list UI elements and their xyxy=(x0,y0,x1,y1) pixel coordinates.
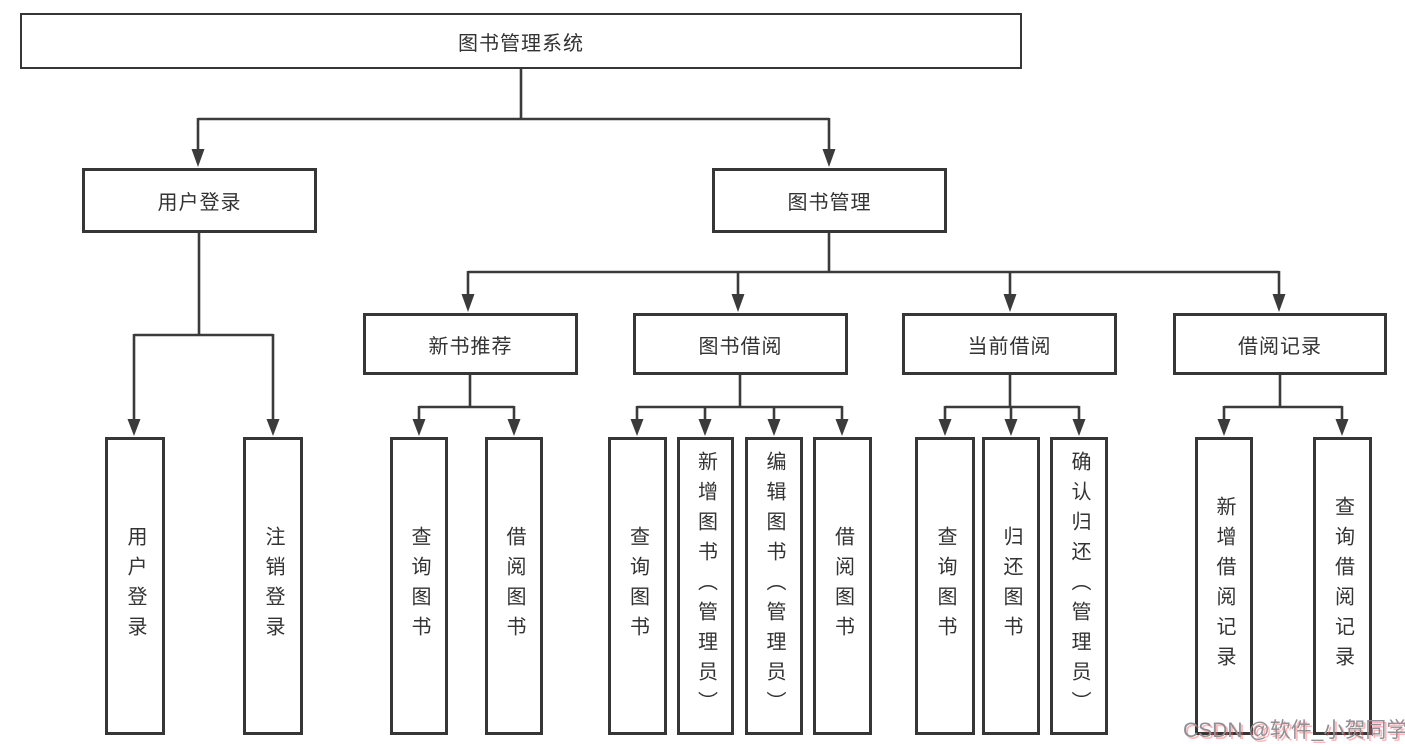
node-label: 借阅记录 xyxy=(1238,335,1322,358)
node-label: 查询图书 xyxy=(408,526,430,646)
node-new-book-recommendation: 新书推荐 xyxy=(363,313,578,375)
node-label: 注销登录 xyxy=(262,526,284,646)
node-label: 新书推荐 xyxy=(428,335,513,358)
node-label: 查询借阅记录 xyxy=(1331,496,1354,676)
node-current-borrowing: 当前借阅 xyxy=(902,313,1117,375)
node-label: 确认归还（管理员） xyxy=(1068,451,1090,721)
node-label: 用户登录 xyxy=(157,192,242,214)
node-borrowing-records: 借阅记录 xyxy=(1173,313,1387,375)
leaf-logout: 注销登录 xyxy=(243,437,303,735)
leaf-query-books-borrowing: 查询图书 xyxy=(608,437,667,735)
node-label: 编辑图书（管理员） xyxy=(763,451,785,721)
node-label: 新增图书（管理员） xyxy=(694,451,717,721)
node-label: 用户登录 xyxy=(124,526,146,646)
leaf-add-borrow-record: 新增借阅记录 xyxy=(1195,437,1253,735)
node-user-login: 用户登录 xyxy=(82,168,317,233)
node-label: 借阅图书 xyxy=(503,526,525,646)
leaf-borrow-books-recommend: 借阅图书 xyxy=(485,437,543,735)
leaf-return-books: 归还图书 xyxy=(982,437,1040,735)
node-book-management: 图书管理 xyxy=(712,168,947,233)
leaf-add-book-admin: 新增图书（管理员） xyxy=(677,437,734,735)
node-label: 图书管理系统 xyxy=(458,32,584,55)
leaf-confirm-return-admin: 确认归还（管理员） xyxy=(1050,437,1108,735)
node-label: 当前借阅 xyxy=(967,335,1052,358)
node-book-borrowing: 图书借阅 xyxy=(633,313,848,375)
node-library-system: 图书管理系统 xyxy=(20,13,1022,69)
node-label: 借阅图书 xyxy=(831,526,854,646)
leaf-query-books-current: 查询图书 xyxy=(915,437,975,735)
node-label: 图书借阅 xyxy=(698,335,783,358)
leaf-borrow-books-borrowing: 借阅图书 xyxy=(813,437,872,735)
leaf-query-borrow-record: 查询借阅记录 xyxy=(1313,437,1372,735)
node-label: 查询图书 xyxy=(626,526,649,646)
csdn-watermark: CSDN @软件_小贺同学 xyxy=(1183,719,1405,742)
leaf-query-books-recommend: 查询图书 xyxy=(390,437,448,735)
node-label: 归还图书 xyxy=(1000,526,1022,646)
node-label: 新增借阅记录 xyxy=(1213,496,1235,676)
node-label: 查询图书 xyxy=(934,526,956,646)
leaf-user-login: 用户登录 xyxy=(105,437,165,735)
node-label: 图书管理 xyxy=(787,192,872,214)
leaf-edit-book-admin: 编辑图书（管理员） xyxy=(745,437,803,735)
